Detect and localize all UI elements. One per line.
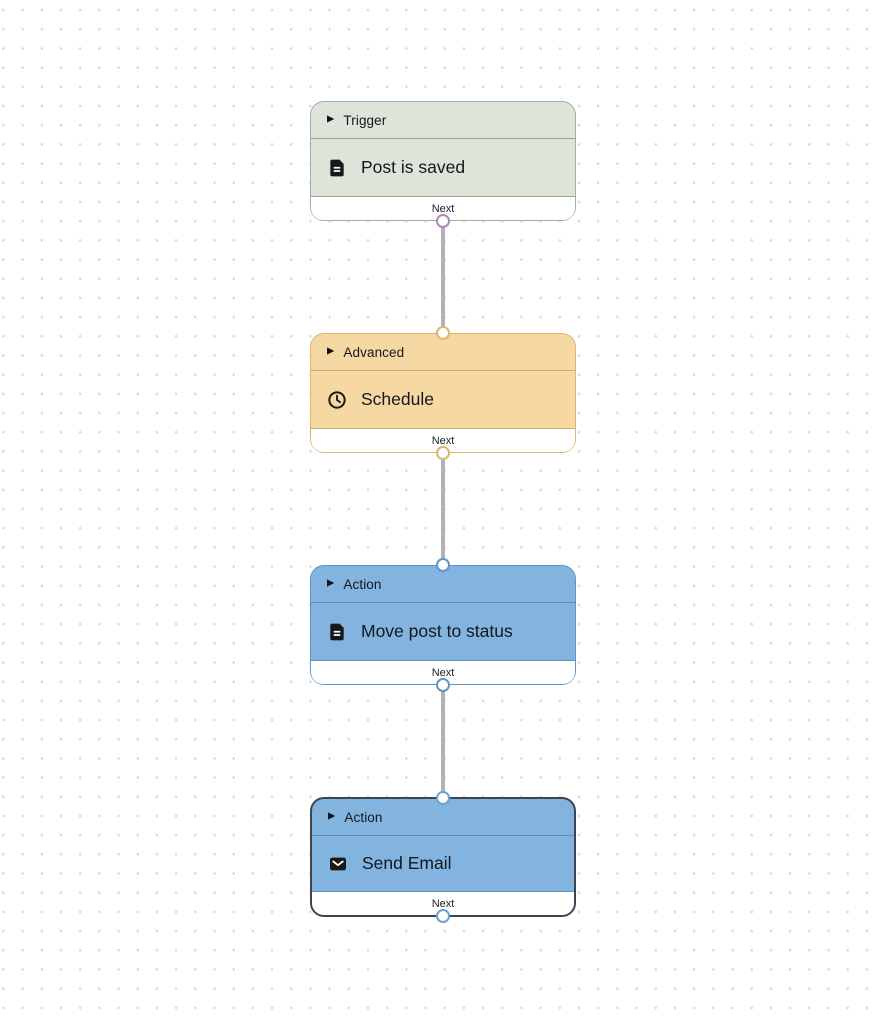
node-header: ▶ Trigger — [311, 102, 575, 139]
collapse-triangle-icon[interactable]: ▶ — [328, 810, 336, 822]
clock-icon — [328, 390, 346, 409]
edge-connector[interactable] — [441, 219, 445, 335]
node-action-send-email[interactable]: ▶ Action Send Email Next — [310, 790, 576, 924]
file-document-icon — [330, 623, 344, 640]
node-body: Schedule — [311, 371, 575, 428]
source-handle-next[interactable] — [435, 213, 451, 229]
node-footer: Next — [311, 428, 575, 452]
collapse-triangle-icon[interactable]: ▶ — [327, 113, 335, 125]
target-handle[interactable] — [435, 325, 451, 341]
source-handle-next[interactable] — [435, 677, 451, 693]
node-header: ▶ Advanced — [311, 334, 575, 371]
node-category-label: Advanced — [343, 344, 405, 360]
node-body: Move post to status — [311, 603, 575, 660]
edge-connector[interactable] — [441, 683, 445, 799]
node-header: ▶ Action — [312, 799, 574, 836]
next-output-label: Next — [431, 897, 455, 910]
next-output-label: Next — [431, 202, 455, 215]
node-trigger-post-is-saved[interactable]: ▶ Trigger Post is saved Next — [310, 101, 576, 229]
edge-connector[interactable] — [441, 451, 445, 567]
node-body: Post is saved — [311, 139, 575, 196]
node-title: Move post to status — [361, 621, 513, 641]
next-output-label: Next — [431, 666, 455, 679]
next-output-label: Next — [431, 434, 455, 447]
source-handle-next[interactable] — [435, 908, 451, 924]
node-category-label: Trigger — [343, 112, 387, 128]
node-action-move-post-to-status[interactable]: ▶ Action Move post to status Next — [310, 557, 576, 693]
collapse-triangle-icon[interactable]: ▶ — [327, 577, 335, 589]
node-category-label: Action — [344, 809, 383, 825]
node-header: ▶ Action — [311, 566, 575, 603]
collapse-triangle-icon[interactable]: ▶ — [327, 345, 335, 357]
node-body: Send Email — [312, 836, 574, 891]
node-title: Send Email — [362, 853, 452, 873]
node-advanced-schedule[interactable]: ▶ Advanced Schedule Next — [310, 325, 576, 461]
mail-icon — [330, 857, 346, 870]
target-handle[interactable] — [435, 557, 451, 573]
node-category-label: Action — [343, 576, 382, 592]
node-title: Post is saved — [361, 157, 466, 177]
file-document-icon — [330, 159, 344, 176]
node-title: Schedule — [361, 389, 434, 409]
target-handle[interactable] — [435, 790, 451, 806]
source-handle-next[interactable] — [435, 445, 451, 461]
